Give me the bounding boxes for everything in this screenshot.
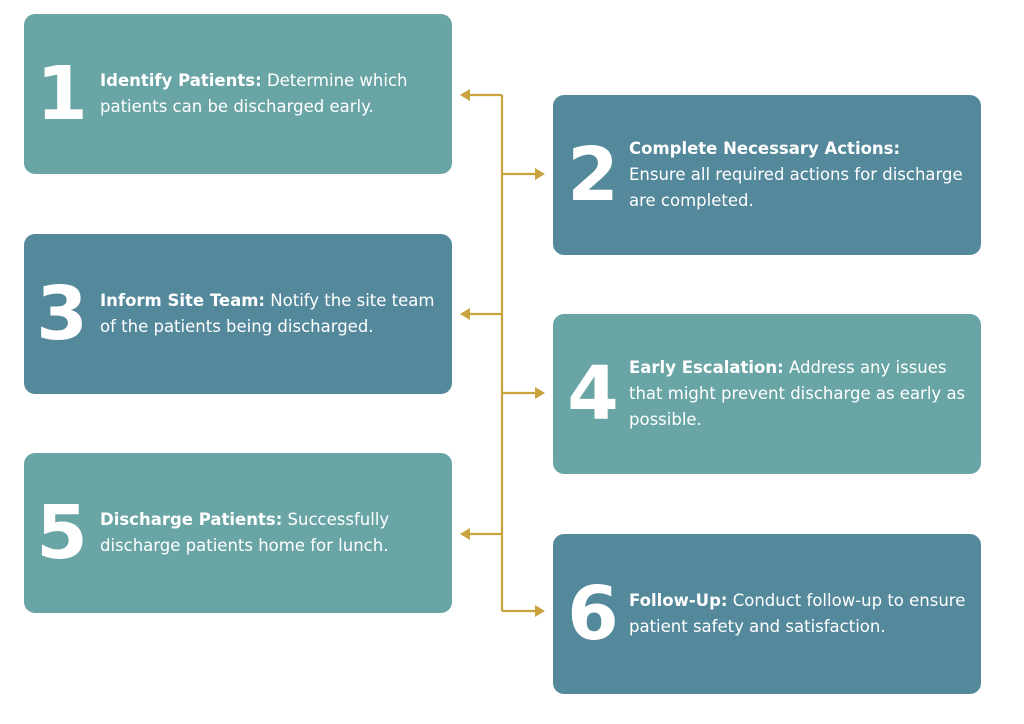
step-4-title: Early Escalation: — [629, 358, 784, 377]
step-2-box: 2 Complete Necessary Actions: Ensure all … — [553, 95, 981, 255]
step-6-description: Conduct follow-up to ensure patient safe… — [629, 591, 966, 636]
step-2-title: Complete Necessary Actions: — [629, 139, 901, 158]
step-3-title: Inform Site Team: — [100, 291, 266, 310]
step-3-number: 3 — [36, 271, 88, 357]
step-1-number: 1 — [36, 51, 88, 137]
step-4-box: 4 Early Escalation: Address any issues t… — [553, 314, 981, 474]
arrowhead-right-6 — [535, 605, 545, 617]
arrowhead-right-4 — [535, 387, 545, 399]
step-5-box: 5 Discharge Patients: Successfully disch… — [24, 453, 452, 613]
step-5-description: Successfully discharge patients home for… — [100, 510, 390, 555]
arrowhead-left-1 — [460, 89, 470, 101]
step-4-description: Address any issues that might prevent di… — [629, 358, 966, 429]
arrowhead-left-3 — [460, 308, 470, 320]
step-5-title: Discharge Patients: — [100, 510, 283, 529]
step-1-box: 1 Identify Patients: Determine which pat… — [24, 14, 452, 174]
step-1-title: Identify Patients: — [100, 71, 262, 90]
step-2-number: 2 — [567, 132, 619, 218]
step-6-number: 6 — [567, 571, 619, 657]
step-3-box: 3 Inform Site Team: Notify the site team… — [24, 234, 452, 394]
step-1-description: Determine which patients can be discharg… — [100, 71, 408, 116]
step-4-number: 4 — [567, 351, 619, 437]
arrowhead-right-2 — [535, 168, 545, 180]
arrowhead-left-5 — [460, 528, 470, 540]
step-6-box: 6 Follow-Up: Conduct follow-up to ensure… — [553, 534, 981, 694]
step-6-title: Follow-Up: — [629, 591, 728, 610]
step-2-description: Ensure all required actions for discharg… — [629, 165, 963, 210]
step-3-description: Notify the site team of the patients bei… — [100, 291, 435, 336]
step-5-number: 5 — [36, 490, 88, 576]
